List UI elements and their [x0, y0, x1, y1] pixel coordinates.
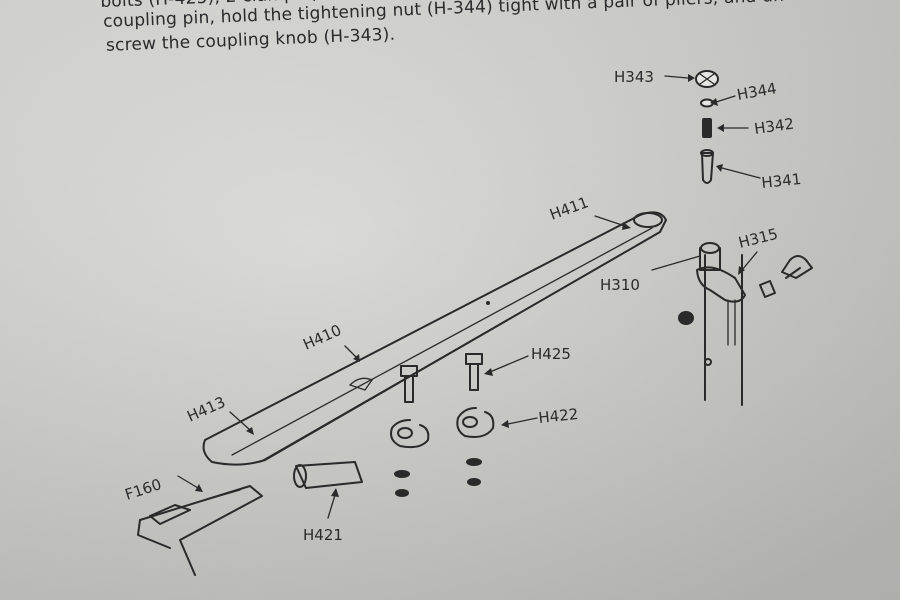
clamp-right-drawing: [456, 407, 495, 438]
leader-lines: [177, 74, 761, 519]
washers-right-drawing: [466, 458, 482, 486]
label-h315: H315: [737, 225, 780, 252]
sleeve-drawing: [293, 461, 363, 489]
label-h425: H425: [531, 345, 571, 363]
label-h344: H344: [736, 79, 778, 104]
label-h422: H422: [538, 405, 580, 427]
lock-pin-drawing: [781, 255, 813, 279]
label-h343: H343: [614, 68, 654, 86]
bolt-left-drawing: [400, 365, 418, 403]
bracket-drawing: [137, 485, 263, 576]
spring-drawing: [702, 118, 712, 138]
label-h410: H410: [300, 321, 344, 354]
label-h413: H413: [184, 393, 228, 426]
label-h411: H411: [547, 193, 591, 224]
label-h342: H342: [753, 115, 795, 138]
label-h421: H421: [303, 526, 343, 544]
bolt-right-drawing: [465, 353, 483, 391]
tow-bar-drawing: [202, 211, 667, 466]
post-assembly-drawing: [696, 242, 746, 406]
label-f160: F160: [123, 475, 164, 504]
coupling-knob-drawing: [695, 70, 719, 88]
washer-square-drawing: [759, 280, 776, 298]
label-h341: H341: [761, 170, 803, 192]
coupling-pin-drawing: [700, 149, 714, 184]
washers-left-drawing: [394, 470, 410, 497]
small-nut-drawing: [678, 311, 694, 325]
clamp-left-drawing: [390, 419, 430, 449]
label-h310: H310: [600, 276, 640, 294]
